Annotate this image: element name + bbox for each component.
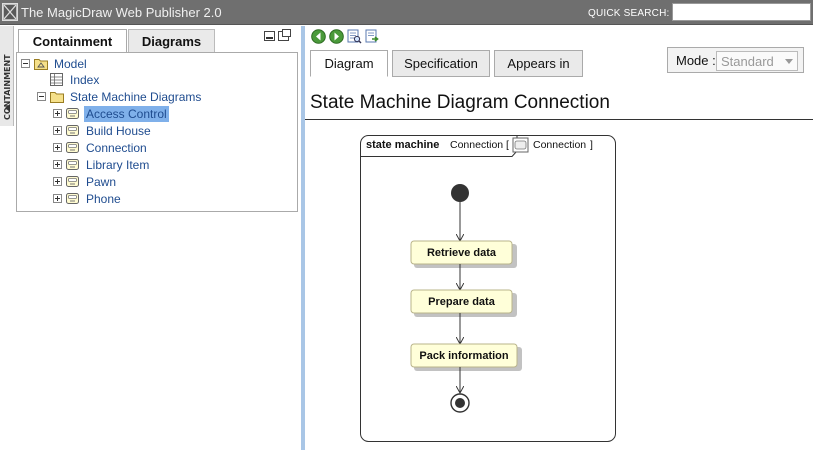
app-logo-icon: [2, 3, 18, 21]
tree-item-label: Connection: [86, 141, 147, 155]
forward-arrow-icon[interactable]: [329, 29, 344, 44]
tree-item-label: State Machine Diagrams: [70, 90, 202, 104]
page-title: State Machine Diagram Connection: [310, 92, 610, 113]
mode-dropdown[interactable]: Standard: [716, 51, 798, 71]
state-machine-diagram: state machine Connection [ Connection ] …: [360, 135, 616, 442]
chevron-down-icon: [785, 59, 793, 64]
expand-icon[interactable]: [53, 109, 62, 118]
state-label: Retrieve data: [427, 247, 497, 259]
state-pack-information: [410, 343, 518, 368]
tree-item-label: Model: [54, 57, 87, 71]
quick-search-label: QUICK SEARCH:: [588, 8, 670, 19]
containment-tree: Model Index State Machine Diagrams: [16, 52, 298, 212]
tab-diagram[interactable]: Diagram: [310, 50, 388, 77]
state-prepare-data: [410, 289, 513, 314]
tree-item-pawn[interactable]: Pawn: [19, 174, 279, 190]
initial-state: [451, 184, 469, 202]
state-machine-icon: [66, 176, 79, 187]
index-table-icon: [50, 73, 63, 86]
mode-dropdown-value: Standard: [721, 54, 774, 69]
tree-item-connection[interactable]: Connection: [19, 140, 279, 156]
search-page-icon[interactable]: [347, 29, 362, 44]
frame-ref-name: Connection: [533, 139, 586, 151]
collapse-panel-icon[interactable]: [3, 103, 12, 113]
tree-item-phone[interactable]: Phone: [19, 191, 279, 207]
mode-selector: Mode : Standard: [667, 47, 804, 73]
frame-name: Connection [: [450, 139, 509, 151]
tree-item-label: Pawn: [86, 175, 117, 189]
minimize-panel-icon[interactable]: [264, 31, 275, 41]
expand-icon[interactable]: [53, 160, 62, 169]
tree-item-access-control[interactable]: Access Control: [19, 106, 279, 122]
panel-splitter[interactable]: [301, 26, 305, 450]
state-machine-icon: [66, 125, 79, 136]
tree-item-label: Phone: [86, 192, 121, 206]
containment-side-tab[interactable]: CONTAINMENT: [0, 26, 14, 126]
title-divider: [305, 119, 813, 120]
restore-panel-icon[interactable]: [278, 29, 291, 41]
expand-icon[interactable]: [53, 126, 62, 135]
collapse-icon[interactable]: [37, 92, 46, 101]
quick-search-input[interactable]: [672, 3, 811, 21]
state-label: Prepare data: [428, 296, 496, 308]
state-machine-icon: [66, 108, 79, 119]
left-panel: Containment Diagrams Model Index: [14, 26, 301, 450]
back-arrow-icon[interactable]: [311, 29, 326, 44]
tree-item-label: Library Item: [86, 158, 150, 172]
tab-diagrams[interactable]: Diagrams: [128, 29, 215, 54]
state-machine-ref-icon: [512, 137, 529, 153]
expand-icon[interactable]: [53, 143, 62, 152]
tree-item-library-item[interactable]: Library Item: [19, 157, 279, 173]
title-bar: The MagicDraw Web Publisher 2.0 QUICK SE…: [0, 0, 813, 25]
expand-icon[interactable]: [53, 194, 62, 203]
tree-item-label: Index: [70, 73, 100, 87]
frame-keyword: state machine: [366, 139, 439, 151]
tree-item-label: Access Control: [84, 106, 169, 122]
tree-item-label: Build House: [86, 124, 151, 138]
collapse-icon[interactable]: [21, 59, 30, 68]
export-icon[interactable]: [365, 29, 380, 44]
tree-item-model[interactable]: Model: [19, 56, 219, 72]
model-folder-icon: [34, 59, 48, 70]
state-retrieve-data: [410, 240, 513, 265]
state-machine-icon: [66, 159, 79, 170]
state-machine-icon: [66, 142, 79, 153]
mode-label: Mode :: [676, 53, 716, 68]
frame-close-bracket: ]: [590, 139, 593, 151]
state-label: Pack information: [419, 350, 509, 362]
expand-icon[interactable]: [53, 177, 62, 186]
right-panel: Diagram Specification Appears in Mode : …: [305, 26, 813, 450]
tree-item-build-house[interactable]: Build House: [19, 123, 279, 139]
tab-specification[interactable]: Specification: [392, 50, 490, 77]
tab-containment[interactable]: Containment: [18, 29, 127, 54]
app-title: The MagicDraw Web Publisher 2.0: [21, 5, 222, 20]
folder-icon: [50, 92, 64, 103]
state-machine-icon: [66, 193, 79, 204]
tab-appears-in[interactable]: Appears in: [494, 50, 583, 77]
tree-item-state-machine-diagrams[interactable]: State Machine Diagrams: [19, 89, 279, 105]
tree-item-index[interactable]: Index: [19, 72, 219, 88]
diagram-frame: [360, 135, 616, 442]
